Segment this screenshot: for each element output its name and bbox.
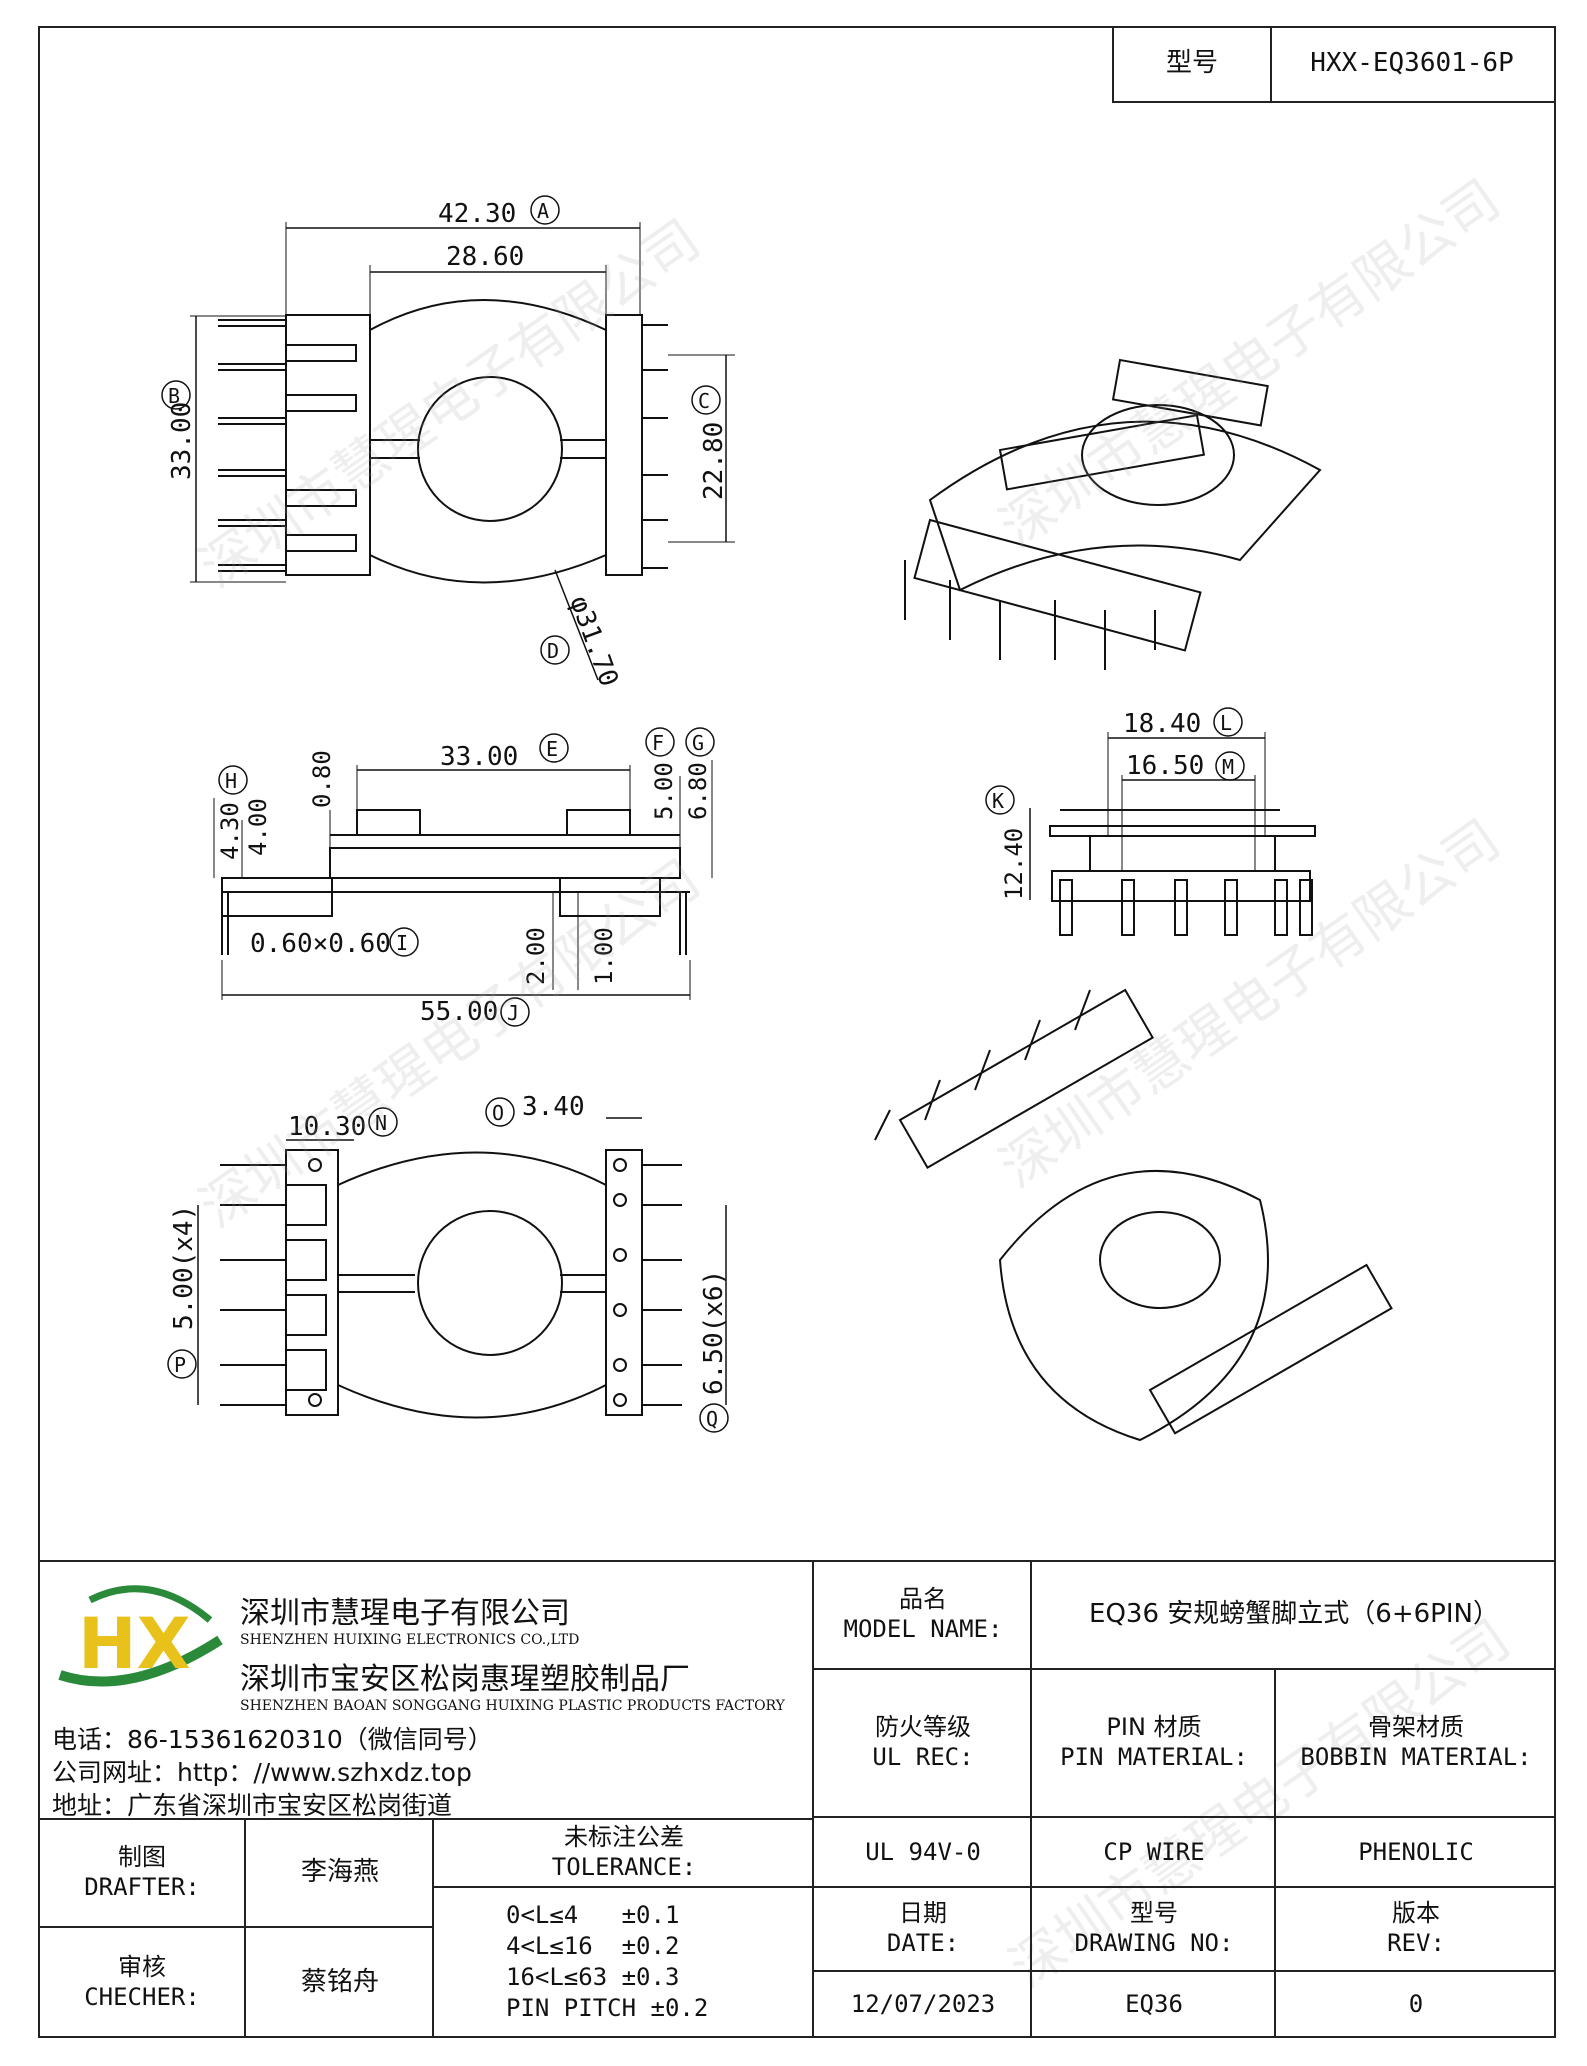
svg-text:J: J bbox=[507, 1001, 519, 1025]
svg-text:N: N bbox=[375, 1111, 387, 1135]
svg-text:4.30: 4.30 bbox=[216, 802, 244, 860]
svg-text:M: M bbox=[1222, 755, 1234, 779]
svg-text:HX: HX bbox=[78, 1603, 191, 1685]
svg-text:5.00(x4): 5.00(x4) bbox=[169, 1205, 199, 1330]
svg-text:P: P bbox=[174, 1353, 186, 1377]
bobbin-material-value: PHENOLIC bbox=[1274, 1818, 1556, 1888]
company-name-2-en: SHENZHEN BAOAN SONGGANG HUIXING PLASTIC … bbox=[240, 1698, 785, 1714]
company-name-1-en: SHENZHEN HUIXING ELECTRONICS CO.,LTD bbox=[240, 1632, 580, 1648]
iso-view-top bbox=[904, 358, 1322, 670]
svg-text:O: O bbox=[492, 1101, 504, 1125]
svg-text:1.00: 1.00 bbox=[590, 927, 618, 985]
svg-text:K: K bbox=[992, 789, 1004, 813]
svg-text:12.40: 12.40 bbox=[1000, 828, 1028, 900]
svg-text:16.50: 16.50 bbox=[1126, 751, 1204, 781]
left-row-divider bbox=[38, 1818, 814, 1820]
svg-text:28.60: 28.60 bbox=[446, 242, 524, 272]
svg-text:G: G bbox=[692, 731, 704, 755]
svg-text:L: L bbox=[1220, 711, 1232, 735]
svg-text:55.00: 55.00 bbox=[420, 997, 498, 1027]
rev-value: 0 bbox=[1274, 1970, 1556, 2038]
company-name-1: 深圳市慧瑆电子有限公司 bbox=[240, 1596, 570, 1631]
company-address: 地址：广东省深圳市宝安区松岗街道 bbox=[52, 1791, 453, 1820]
company-name-2: 深圳市宝安区松岗惠瑆塑胶制品厂 bbox=[240, 1662, 690, 1697]
end-view: 18.40 16.50 12.40 bbox=[1000, 709, 1316, 936]
svg-text:6.50(x6): 6.50(x6) bbox=[699, 1270, 729, 1395]
company-website: 公司网址：http：//www.szhxdz.top bbox=[52, 1758, 472, 1787]
svg-text:42.30: 42.30 bbox=[438, 199, 516, 229]
bottom-view: 10.30 3.40 5.00(x4) 6.50(x6) bbox=[169, 1092, 729, 1419]
svg-text:33.00: 33.00 bbox=[440, 742, 518, 772]
svg-text:33.00: 33.00 bbox=[167, 402, 197, 480]
svg-text:5.00: 5.00 bbox=[650, 762, 678, 820]
svg-text:22.80: 22.80 bbox=[699, 422, 729, 500]
model-label: 型号 bbox=[1112, 26, 1272, 103]
svg-text:0.60×0.60: 0.60×0.60 bbox=[250, 929, 391, 959]
technical-drawings: 42.30 28.60 33.00 22.80 φ31.70 33.00 0.8… bbox=[161, 195, 1393, 1442]
svg-text:D: D bbox=[547, 639, 559, 663]
svg-text:6.80: 6.80 bbox=[684, 762, 712, 820]
svg-text:2.00: 2.00 bbox=[522, 927, 550, 985]
top-view: 42.30 28.60 33.00 22.80 φ31.70 bbox=[167, 199, 735, 691]
svg-text:I: I bbox=[396, 931, 408, 955]
tolerance-values: 0<L≤4 ±0.1 4<L≤16 ±0.2 16<L≤63 ±0.3 PIN … bbox=[432, 1886, 814, 2038]
svg-text:Q: Q bbox=[706, 1407, 718, 1431]
dimension-letters: A B C D E F G H I J K L M N O P Q bbox=[161, 195, 1245, 1433]
model-value: HXX-EQ3601-6P bbox=[1270, 26, 1556, 103]
date-value: 12/07/2023 bbox=[812, 1970, 1032, 2038]
company-logo: HX bbox=[58, 1585, 223, 1687]
svg-text:φ31.70: φ31.70 bbox=[563, 592, 623, 691]
svg-text:F: F bbox=[652, 731, 664, 755]
svg-text:10.30: 10.30 bbox=[288, 1112, 366, 1142]
svg-text:4.00: 4.00 bbox=[244, 798, 272, 856]
checker-name: 蔡铭舟 bbox=[244, 1926, 434, 2038]
svg-text:E: E bbox=[546, 737, 558, 761]
drafter-name: 李海燕 bbox=[244, 1818, 434, 1928]
model-name-value: EQ36 安规螃蟹脚立式（6+6PIN） bbox=[1030, 1560, 1556, 1670]
svg-text:3.40: 3.40 bbox=[522, 1092, 585, 1122]
iso-view-bottom bbox=[874, 988, 1393, 1442]
title-block bbox=[38, 1560, 1556, 2038]
company-phone: 电话：86-15361620310（微信同号） bbox=[52, 1725, 493, 1754]
svg-text:B: B bbox=[168, 384, 180, 408]
svg-text:18.40: 18.40 bbox=[1123, 709, 1201, 739]
drawing-no-value: EQ36 bbox=[1030, 1970, 1276, 2038]
pin-material-value: CP WIRE bbox=[1030, 1818, 1276, 1888]
drawing-sheet bbox=[38, 26, 1556, 2038]
svg-text:A: A bbox=[537, 199, 549, 223]
ul-rec-value: UL 94V-0 bbox=[812, 1818, 1032, 1888]
svg-text:0.80: 0.80 bbox=[308, 750, 336, 808]
side-view: 33.00 0.80 5.00 6.80 4.30 4.00 0.60×0.60… bbox=[213, 742, 713, 1027]
svg-text:H: H bbox=[225, 769, 237, 793]
svg-text:C: C bbox=[698, 389, 710, 413]
